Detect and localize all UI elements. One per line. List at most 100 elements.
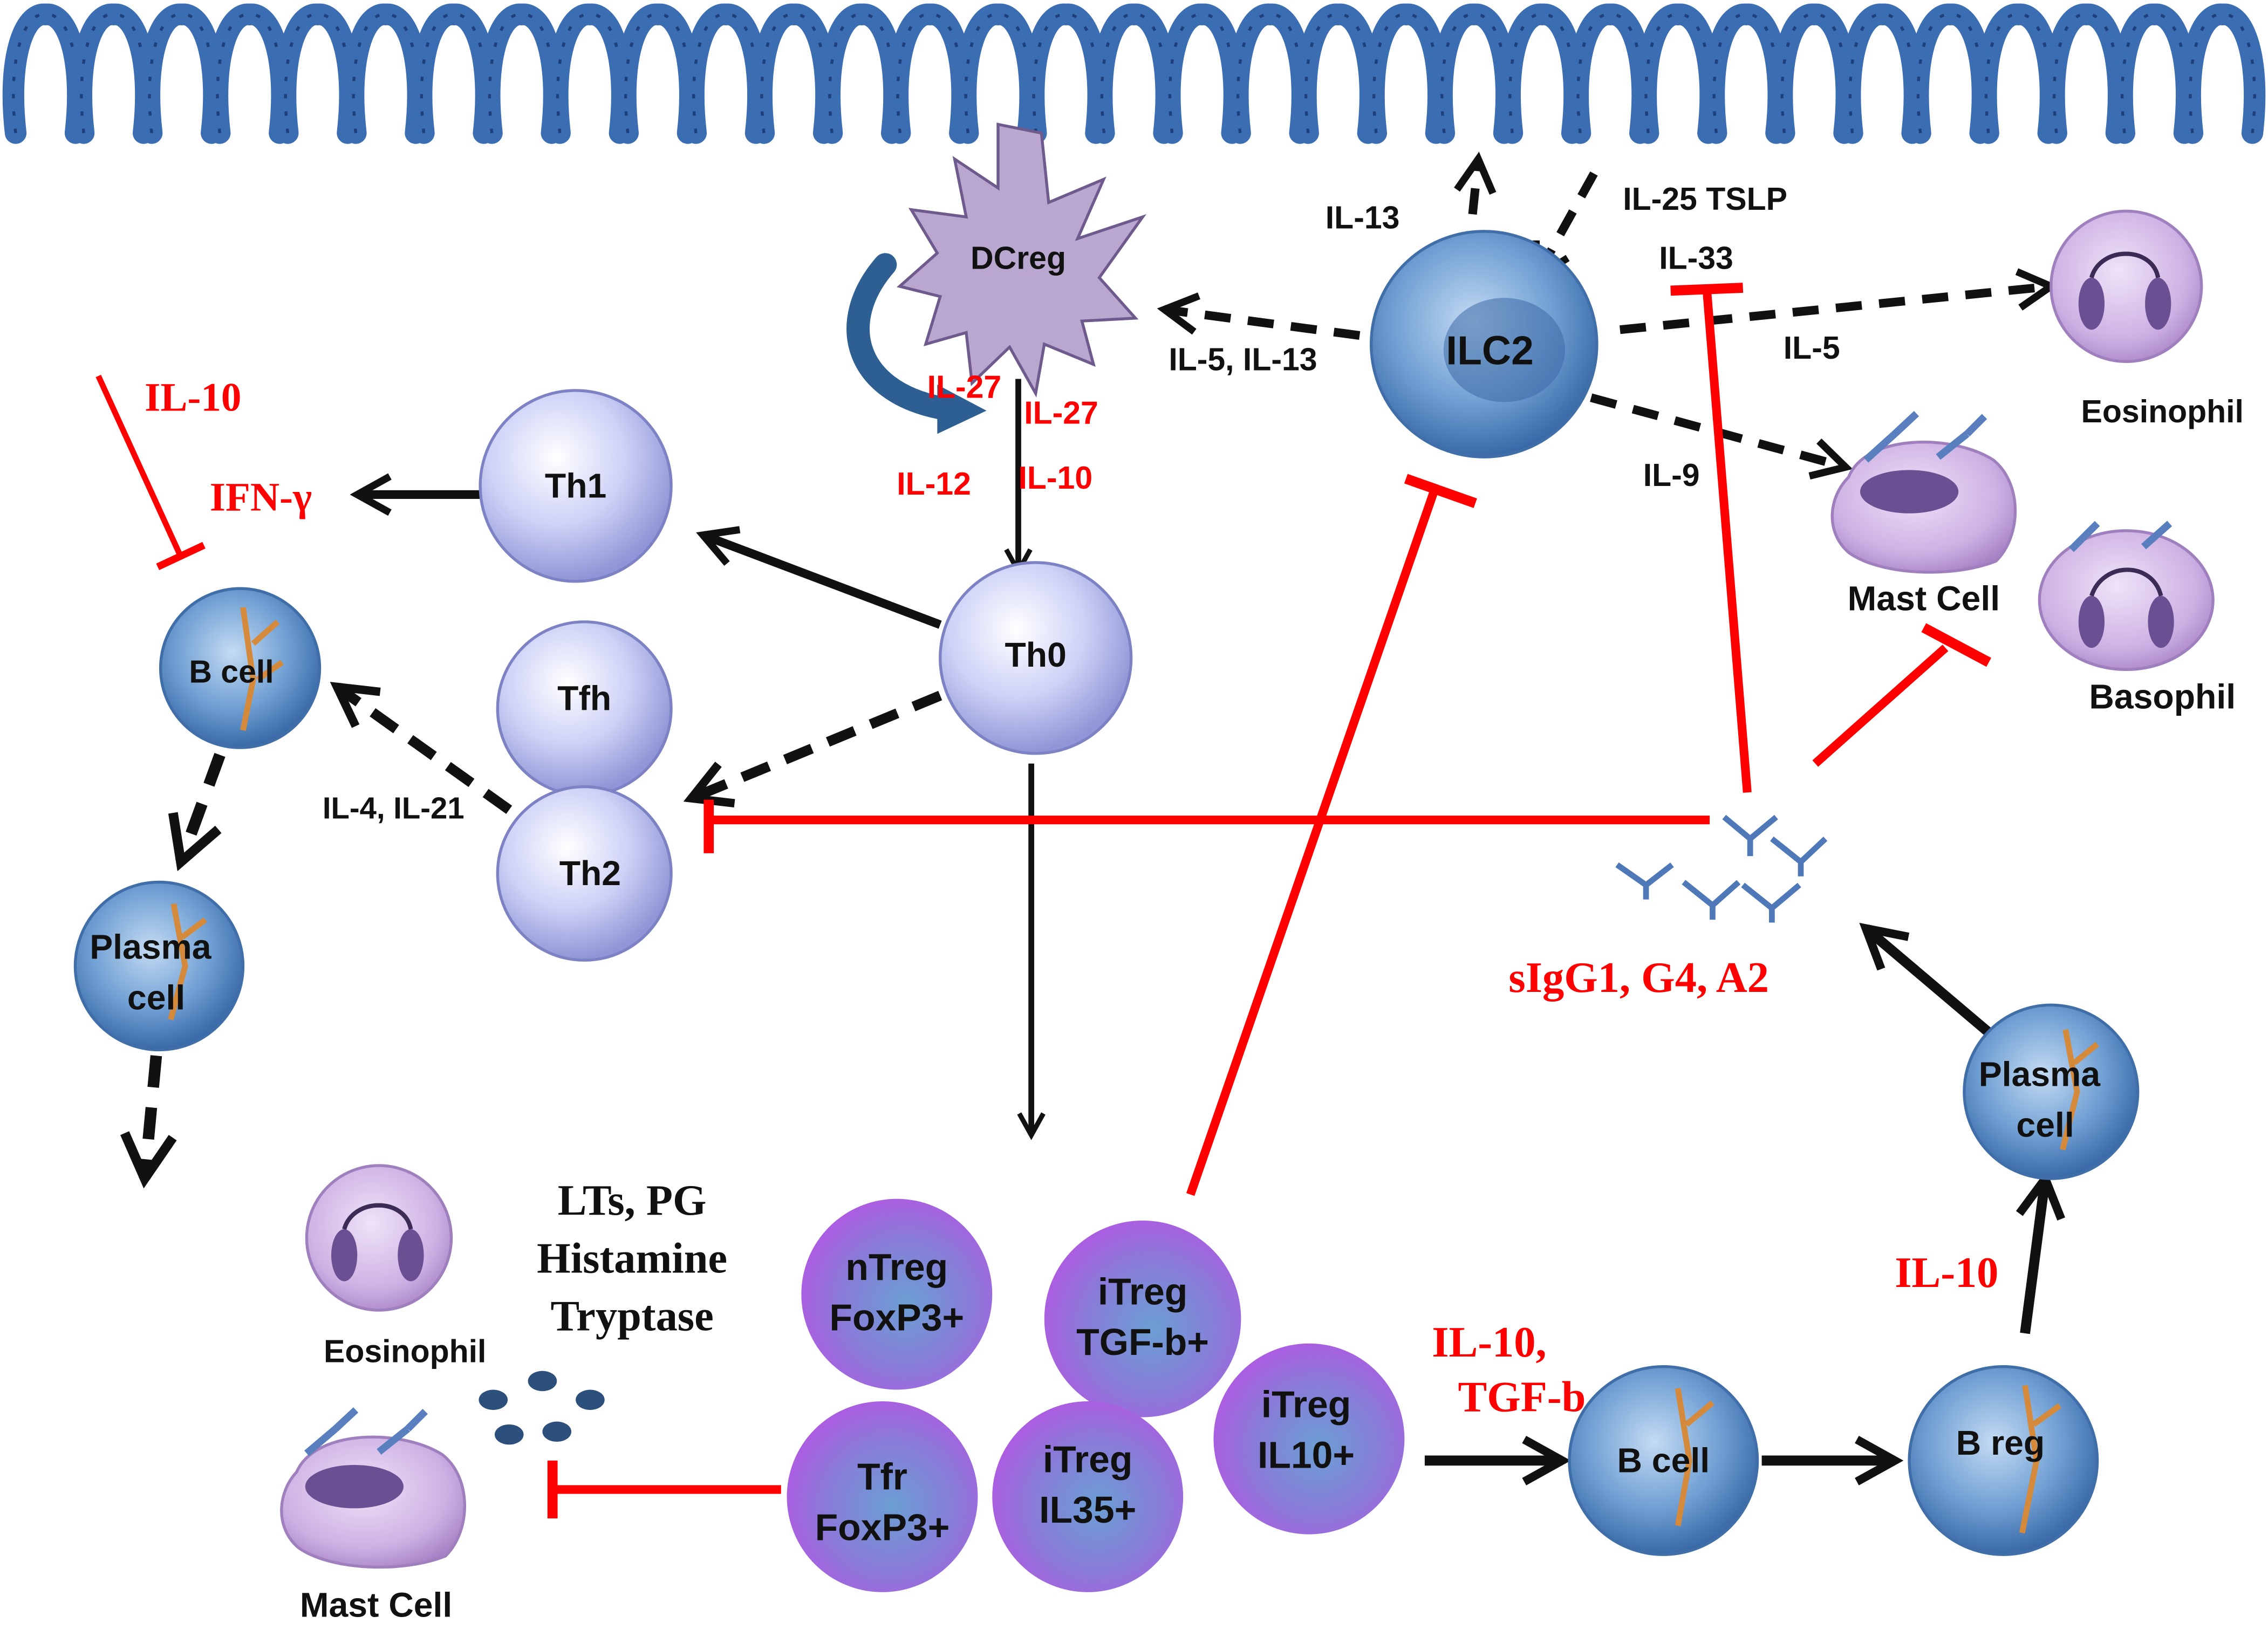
th0-label: Th0 <box>1005 635 1066 674</box>
dcreg-feedback-arrow <box>846 253 987 434</box>
th1-cell: Th1 <box>479 389 673 583</box>
cytokine-labels: IL-13 IL-25 TSLP IL-33 IL-5, IL-13 IL-5 … <box>145 182 1998 1421</box>
itreg-tgfb-label-1: iTreg <box>1098 1270 1188 1312</box>
arrow-plasma-to-antibodies <box>1866 928 1992 1037</box>
arrow-th0-to-th1 <box>703 535 942 629</box>
mediator-granules <box>479 1371 605 1445</box>
epithelial-fold <box>1771 3 1857 144</box>
eosinophil-bottom: Eosinophil <box>305 1164 486 1369</box>
inhibit-il10-bcell-bar <box>156 542 206 571</box>
epithelial-fold <box>1839 3 1925 144</box>
arrow-plasma-out <box>145 1055 156 1179</box>
arrow-th2-to-bcell <box>337 687 513 814</box>
epithelial-fold <box>614 3 701 144</box>
label-il10-breg: IL-10 <box>1895 1249 1998 1297</box>
epithelial-fold <box>2111 3 2198 144</box>
arrow-bcell-to-plasma <box>181 752 226 862</box>
epithelial-fold <box>682 3 769 144</box>
itreg-il10-cell: iTreg IL10+ <box>1213 1343 1405 1535</box>
ntreg-cell: nTreg FoxP3+ <box>801 1198 993 1390</box>
inhibit-antibody-il33 <box>1702 289 1752 793</box>
mast-cell-bottom: Mast Cell <box>280 1407 467 1624</box>
epithelial-fold <box>1635 3 1722 144</box>
label-il10-tgfb-2: TGF-b <box>1458 1373 1586 1421</box>
th2-label: Th2 <box>559 854 621 893</box>
basophil-cell: Basophil <box>2038 520 2236 716</box>
label-il5: IL-5 <box>1784 331 1840 366</box>
arrow-th0-to-th2 <box>692 690 942 798</box>
itreg-il35-cell: iTreg IL35+ <box>992 1401 1184 1592</box>
arrow-ilc2-to-dcreg <box>1164 310 1361 340</box>
dcreg-cell: DCreg <box>897 122 1147 398</box>
label-ifn-gamma: IFN-γ <box>210 475 312 519</box>
b-cell-bottom-label: B cell <box>1617 1441 1710 1480</box>
tfr-label-1: Tfr <box>857 1456 907 1498</box>
epithelial-fold <box>411 3 497 144</box>
epithelial-fold <box>70 3 157 144</box>
th1-label: Th1 <box>545 466 606 505</box>
label-tryptase: Tryptase <box>551 1292 714 1340</box>
label-histamine: Histamine <box>537 1234 727 1282</box>
epithelial-fold <box>546 3 633 144</box>
arrow-breg-to-plasma <box>2025 1179 2046 1334</box>
epithelial-fold <box>1567 3 1654 144</box>
connectors <box>95 159 2051 1519</box>
b-cell-bottom: B cell <box>1568 1365 1759 1556</box>
dcreg-label: DCreg <box>971 241 1066 276</box>
b-reg-label: B reg <box>1956 1423 2045 1462</box>
ilc2-cell: ILC2 <box>1370 230 1598 458</box>
plasma-cell-right: Plasma cell <box>1963 1003 2140 1180</box>
epithelial-fold <box>1295 3 1382 144</box>
basophil-label: Basophil <box>2089 677 2236 716</box>
label-il13-top: IL-13 <box>1326 201 1400 236</box>
epithelial-fold <box>750 3 837 144</box>
b-cell-left: B cell <box>159 587 322 749</box>
epithelial-fold <box>2179 3 2266 144</box>
label-il27-right: IL-27 <box>1024 396 1098 431</box>
tfr-label-2: FoxP3+ <box>815 1506 950 1548</box>
epithelial-fold <box>343 3 429 144</box>
epithelial-fold <box>275 3 361 144</box>
plasma-right-label-2: cell <box>2016 1105 2074 1144</box>
epithelial-fold <box>1363 3 1450 144</box>
eosinophil-right-label: Eosinophil <box>2081 394 2244 429</box>
eosinophil-right: Eosinophil <box>2050 209 2244 429</box>
label-il27: IL-27 <box>927 369 1002 405</box>
epithelial-fold <box>138 3 225 144</box>
epithelial-fold <box>1975 3 2062 144</box>
label-il10-dc: IL-10 <box>1019 461 1093 496</box>
epithelial-fold <box>2 3 89 144</box>
plasma-left-label-2: cell <box>127 978 185 1017</box>
mast-cell-right: Mast Cell <box>1830 410 2017 618</box>
epithelial-fold <box>206 3 293 144</box>
th2-cell: Th2 <box>496 785 673 962</box>
epithelium-layer <box>2 3 2266 144</box>
itreg-il10-label-1: iTreg <box>1261 1383 1351 1425</box>
itreg-tgfb-label-2: TGF-b+ <box>1076 1321 1209 1363</box>
itreg-tgfb-cell: iTreg TGF-b+ <box>1044 1220 1241 1417</box>
mast-cell-right-label: Mast Cell <box>1848 579 2000 618</box>
epithelial-fold <box>1907 3 1993 144</box>
tfr-cell: Tfr FoxP3+ <box>787 1401 978 1592</box>
epithelial-fold <box>1159 3 1245 144</box>
label-il10-tgfb-1: IL-10, <box>1432 1318 1546 1366</box>
inhibit-treg-ilc2-bar <box>1404 474 1477 508</box>
ilc2-label: ILC2 <box>1446 328 1534 373</box>
itreg-il35-label-1: iTreg <box>1043 1438 1133 1480</box>
epithelial-fold <box>954 3 1041 144</box>
label-il25-tslp: IL-25 TSLP <box>1623 182 1787 217</box>
label-il4-il21: IL-4, IL-21 <box>323 791 464 825</box>
b-reg-cell: B reg <box>1908 1365 2099 1556</box>
inhibit-il10-bcell <box>95 374 184 558</box>
tfh-label: Tfh <box>557 679 611 717</box>
plasma-cell-left: Plasma cell <box>73 880 245 1052</box>
epithelial-fold <box>1023 3 1109 144</box>
epithelial-fold <box>479 3 565 144</box>
tfh-cell: Tfh <box>496 620 673 797</box>
epithelial-fold <box>1431 3 1518 144</box>
label-il5-il13: IL-5, IL-13 <box>1169 342 1317 377</box>
plasma-left-label-1: Plasma <box>90 928 212 967</box>
eosinophil-bottom-label: Eosinophil <box>324 1334 486 1369</box>
